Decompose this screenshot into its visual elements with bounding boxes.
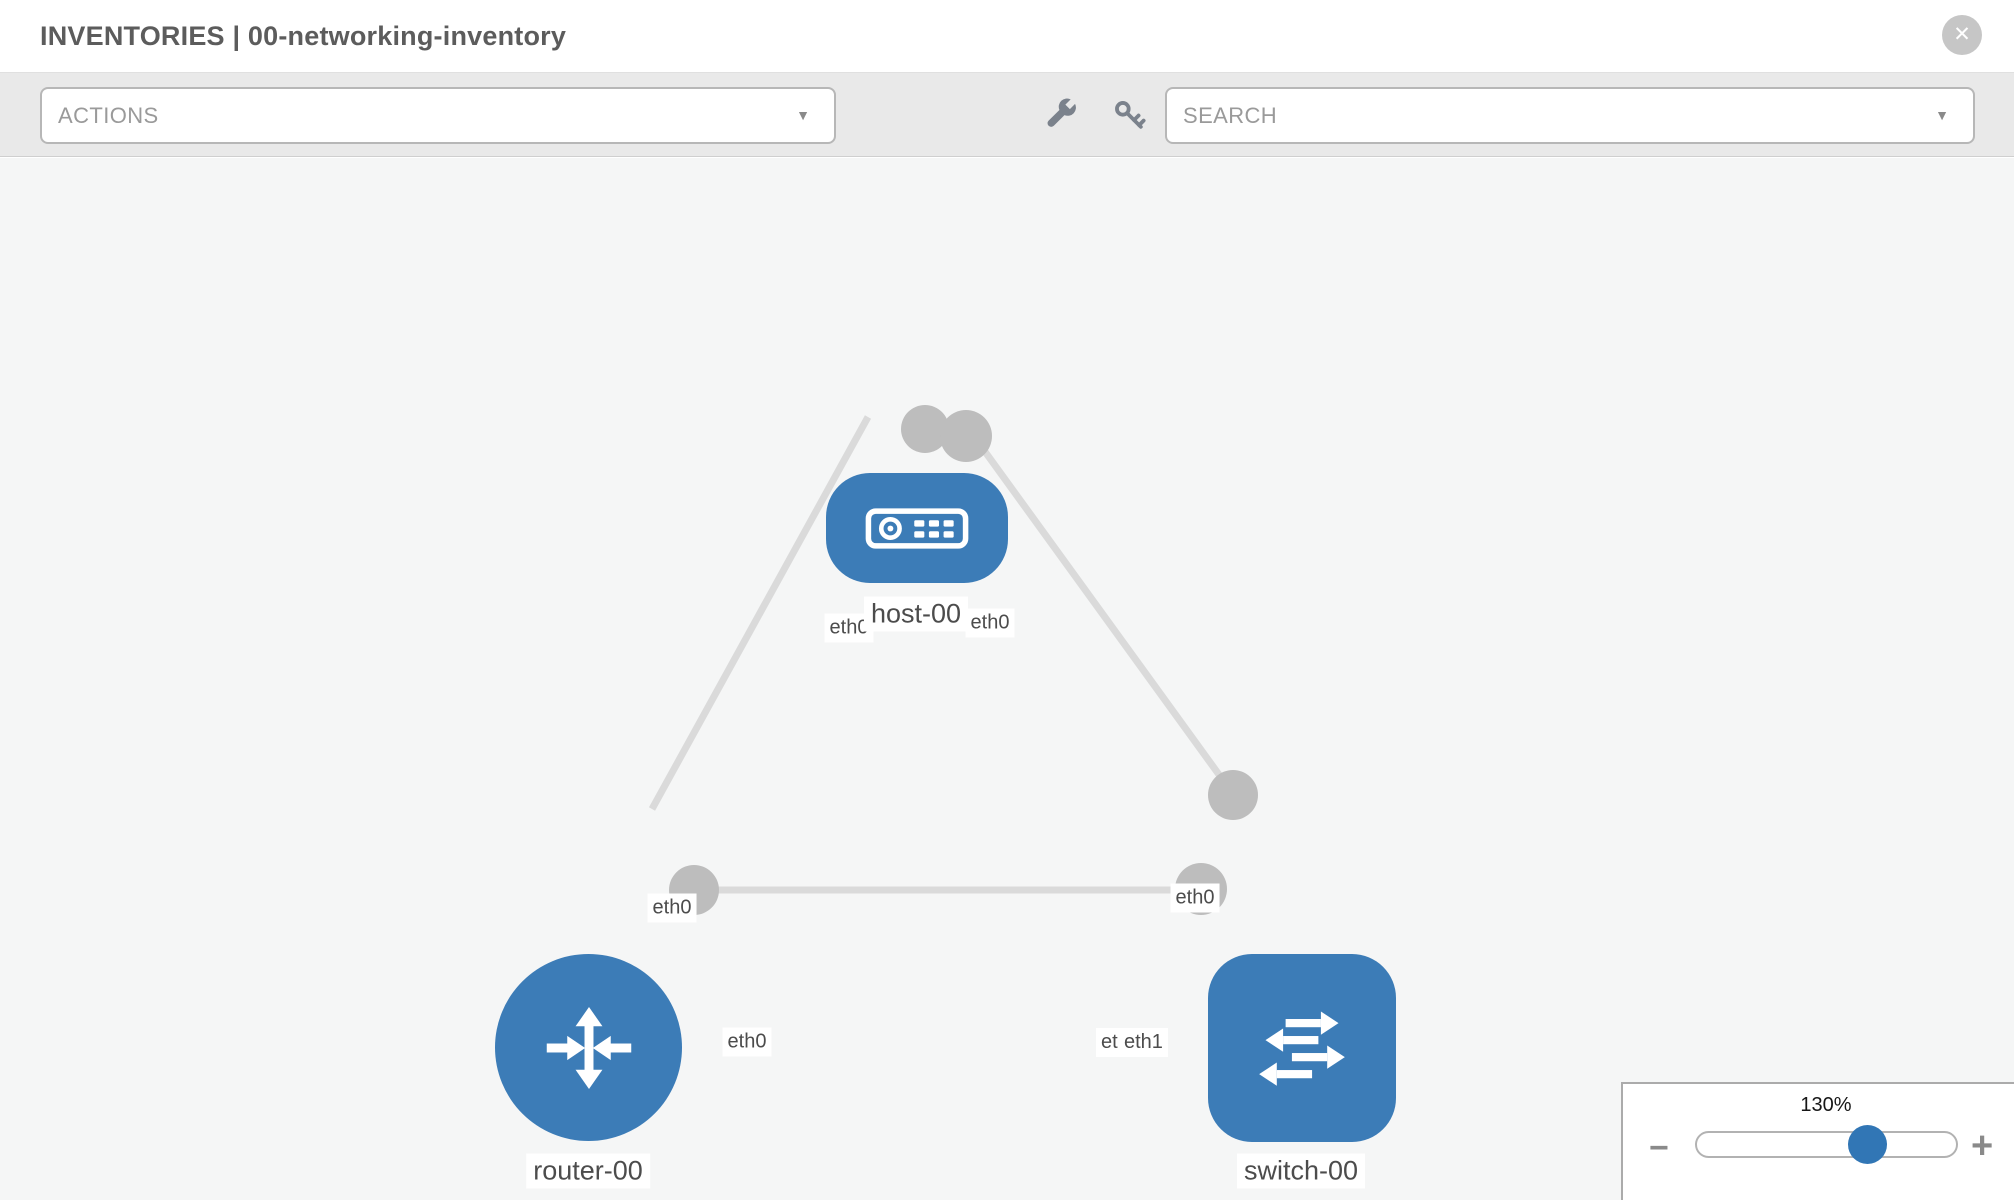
page-title: INVENTORIES | 00-networking-inventory (40, 0, 566, 72)
search-dropdown-label: SEARCH (1183, 103, 1278, 128)
node-label-router-00: router-00 (526, 1153, 650, 1189)
interface-port-host-left[interactable] (901, 405, 949, 453)
breadcrumb-inventory-name: 00-networking-inventory (247, 21, 567, 51)
node-label-host-00: host-00 (863, 596, 969, 632)
interface-port-host-right[interactable] (940, 410, 992, 462)
node-router-00[interactable] (495, 954, 682, 1141)
edge-host-switch[interactable] (962, 421, 1236, 797)
zoom-control-panel: 130% − + (1621, 1082, 2014, 1200)
iface-label-eth0: eth0 (965, 608, 1015, 638)
interface-port-switch-top[interactable] (1208, 770, 1258, 820)
toolbar: ACTIONS ▼ SEARCH ▼ (0, 72, 2014, 157)
zoom-level-value: 130% (1800, 1094, 1852, 1116)
iface-label-eth0: eth0 (824, 613, 874, 643)
search-dropdown[interactable]: SEARCH ▼ (1165, 87, 1975, 144)
edge-host-router[interactable] (648, 415, 872, 811)
zoom-in-button[interactable]: + (1971, 1125, 1994, 1167)
breadcrumb-separator: | (224, 21, 248, 51)
iface-label-eth0: eth0 (722, 1027, 772, 1057)
key-icon[interactable] (1111, 97, 1147, 133)
close-icon[interactable]: ✕ (1942, 15, 1982, 55)
node-switch-00[interactable] (1208, 954, 1396, 1142)
node-host-00[interactable] (826, 473, 1008, 583)
wrench-icon[interactable] (1044, 97, 1080, 133)
breadcrumb-section: INVENTORIES (40, 21, 225, 51)
actions-dropdown-label: ACTIONS (58, 103, 159, 128)
router-icon (546, 1006, 631, 1089)
zoom-slider-thumb[interactable] (1848, 1125, 1887, 1164)
zoom-slider[interactable] (1695, 1125, 1958, 1164)
topology-canvas[interactable]: eth0 eth0 eth0 eth0 eth0 eth0 eth1 host-… (0, 158, 2014, 1200)
node-label-switch-00: switch-00 (1236, 1153, 1366, 1189)
zoom-out-button[interactable]: − (1649, 1129, 1669, 1167)
chevron-down-icon: ▼ (796, 107, 810, 123)
iface-label-eth0: eth0 (1170, 883, 1220, 913)
host-icon (865, 507, 969, 549)
iface-label-eth1: eth1 (1119, 1028, 1168, 1057)
window-header: INVENTORIES | 00-networking-inventory ✕ (0, 0, 2014, 72)
iface-label-eth0: eth0 (647, 893, 697, 923)
switch-icon (1259, 1011, 1345, 1086)
actions-dropdown[interactable]: ACTIONS ▼ (40, 87, 836, 144)
chevron-down-icon: ▼ (1935, 107, 1949, 123)
